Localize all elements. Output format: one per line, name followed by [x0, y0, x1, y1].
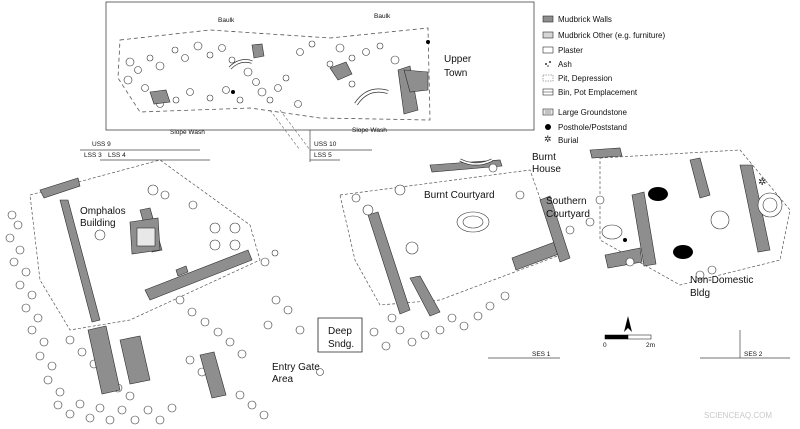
burial-swatch: ✲ [544, 134, 552, 144]
southern-courtyard-label: Southern [546, 196, 587, 207]
section-label: LSS 4 [108, 152, 126, 159]
deep-sounding: Deep Sndg. [317, 317, 363, 353]
posthole-swatch [545, 124, 551, 130]
section-label: USS 9 [92, 141, 111, 148]
section-label: SES 1 [532, 351, 551, 358]
pit-swatch [542, 74, 554, 82]
legend-label: Mudbrick Other (e.g. furniture) [558, 31, 665, 40]
deep-sndg-label: Sndg. [328, 339, 354, 350]
legend-label: Bin, Pot Emplacement [558, 88, 638, 97]
burnt-house-label: House [532, 164, 561, 175]
entry-gate-label: Entry Gate [272, 362, 320, 373]
ash-swatch [545, 61, 551, 67]
west-rubble [5, 210, 305, 425]
posthole [673, 245, 693, 259]
slope-wash-label: Slope Wash [352, 127, 387, 134]
section-lines [80, 130, 790, 359]
north-arrow-icon [624, 316, 632, 332]
section-label: LSS 3 [84, 152, 102, 159]
scale-end: 2m [646, 342, 655, 349]
omphalos-label: Omphalos [80, 206, 126, 217]
east-complex: ✲ Burnt House Southern Courtyard Non-Dom… [532, 149, 791, 299]
non-domestic-label: Bldg [690, 288, 710, 299]
upper-town-inset: Baulk Baulk Slope Wash Slope Wash Upper … [105, 1, 535, 151]
section-label: LSS 5 [314, 152, 332, 159]
burial-icon: ✲ [758, 177, 766, 188]
section-label: SES 2 [744, 351, 763, 358]
posthole [648, 187, 668, 201]
upper-town-trench [117, 27, 431, 121]
posthole [426, 40, 430, 44]
baulk-label: Baulk [218, 17, 235, 24]
upper-town-label: Upper [444, 54, 472, 65]
omphalos-label: Building [80, 218, 116, 229]
legend-label: Plaster [558, 46, 583, 55]
mudbrick-other-swatch [542, 31, 554, 39]
legend-label: Burial [558, 136, 579, 145]
legend-label: Posthole/Poststand [558, 123, 627, 132]
scale-bar: 0 2m [603, 334, 655, 349]
omphalos-building [29, 159, 279, 331]
southern-courtyard-label: Courtyard [546, 209, 590, 220]
upper-town-label: Town [444, 68, 467, 79]
entry-gate-label: Area [272, 374, 294, 385]
upper-town-walls [149, 43, 429, 115]
posthole [623, 238, 627, 242]
baulk-label: Baulk [374, 13, 391, 20]
burnt-courtyard-label: Burnt Courtyard [424, 190, 495, 201]
section-label: USS 10 [314, 141, 337, 148]
slope-wash-label: Slope Wash [170, 129, 205, 136]
legend-label: Large Groundstone [558, 108, 627, 117]
burnt-house-label: Burnt [532, 152, 556, 163]
deep-sndg-label: Deep [328, 326, 352, 337]
scale-start: 0 [603, 342, 607, 349]
upper-town-frame [105, 1, 535, 131]
posthole [231, 90, 235, 94]
mudbrick-walls-swatch [542, 15, 554, 23]
legend-label: Mudbrick Walls [558, 15, 612, 24]
groundstone-swatch [542, 108, 554, 116]
plaster-swatch [542, 46, 554, 54]
non-domestic-label: Non-Domestic [690, 275, 753, 286]
legend: ✲ Mudbrick Walls Mudbrick Other (e.g. fu… [542, 15, 665, 145]
legend-label: Ash [558, 60, 572, 69]
west-walls [87, 325, 227, 399]
watermark: SCIENCEAQ.COM [704, 411, 772, 420]
legend-label: Pit, Depression [558, 74, 612, 83]
burnt-courtyard: Burnt Courtyard [339, 147, 623, 351]
bin-swatch [542, 88, 554, 96]
